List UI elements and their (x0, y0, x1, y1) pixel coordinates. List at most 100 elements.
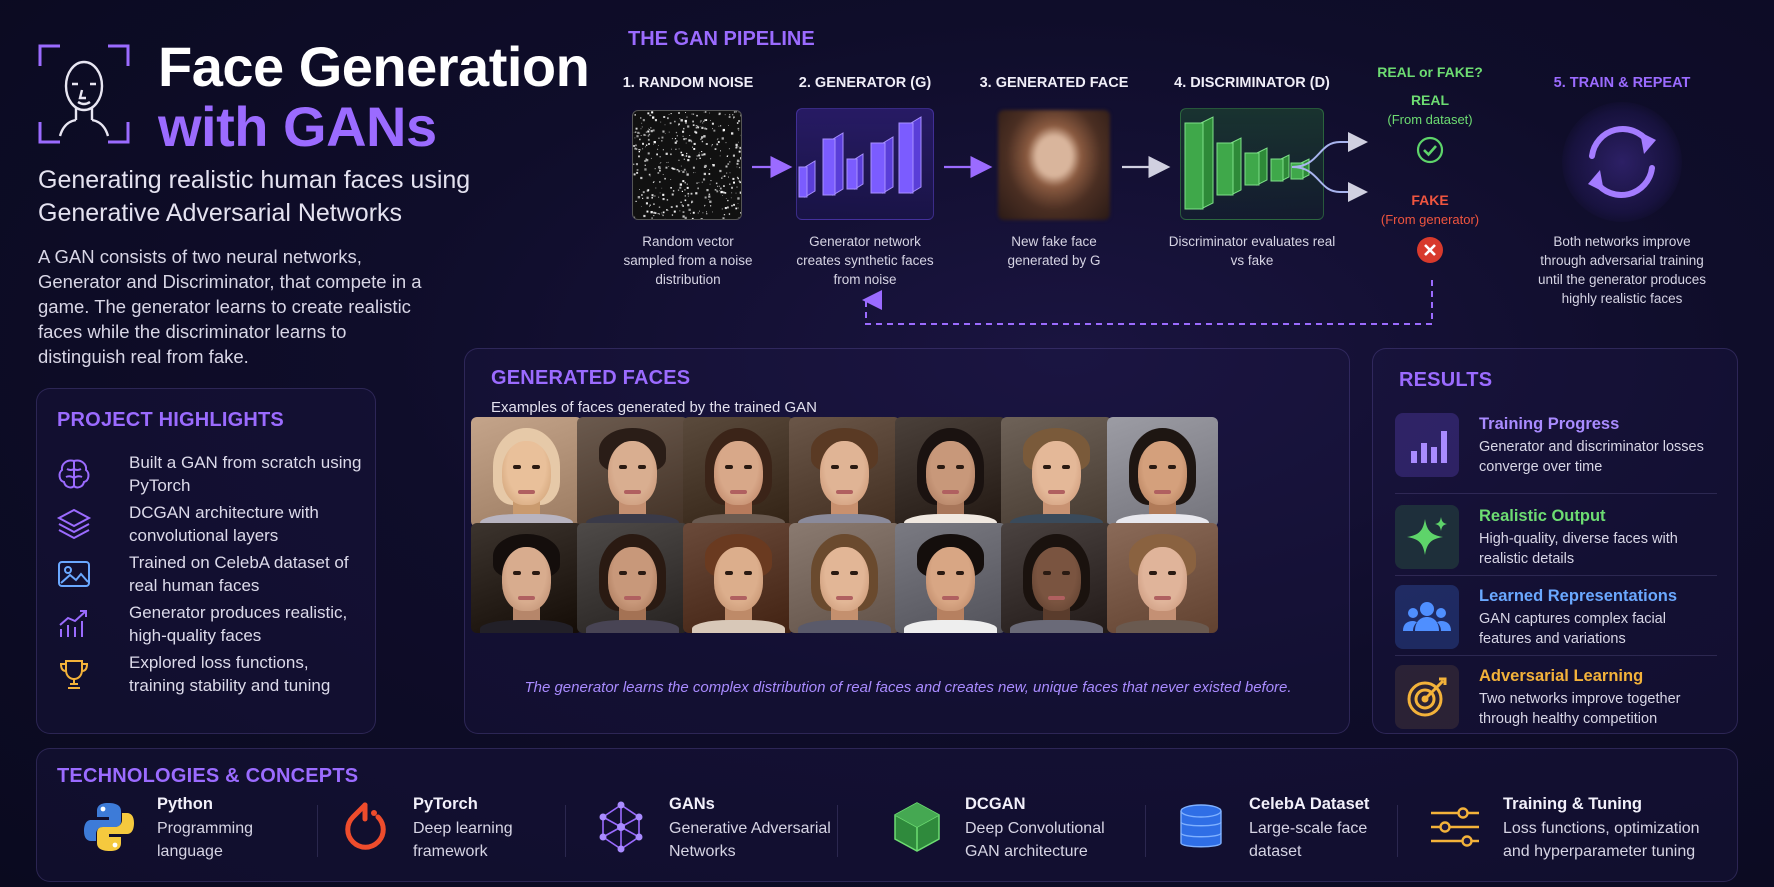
result-desc: Generator and discriminator losses conve… (1479, 439, 1704, 475)
generated-face-thumbnail (1001, 417, 1112, 527)
tech-name: GANs (669, 795, 715, 813)
database-icon (1180, 804, 1222, 848)
generated-face-image (998, 110, 1110, 220)
result-icon-bg (1395, 413, 1459, 477)
highlight-text: Generator produces realistic, high-quali… (129, 603, 348, 645)
result-item: Training Progress Generator and discrimi… (1395, 413, 1715, 485)
highlights-title: PROJECT HIGHLIGHTS (57, 409, 284, 431)
network-icon (599, 801, 643, 853)
tech-desc: Programming language (157, 820, 254, 860)
generated-face-thumbnail (895, 523, 1006, 633)
tech-desc: Generative Adversarial Networks (669, 820, 831, 860)
step-label-noise: 1. RANDOM NOISE (622, 75, 754, 91)
highlight-text: Trained on CelebA dataset of real human … (129, 553, 349, 595)
highlight-item: Generator produces realistic, high-quali… (55, 601, 365, 657)
tech-desc: Loss functions, optimization and hyperpa… (1503, 820, 1700, 860)
generated-face-thumbnail (789, 417, 900, 527)
generated-faces-card: GENERATED FACES Examples of faces genera… (464, 348, 1350, 734)
intro-text: A GAN consists of two neural networks, G… (38, 246, 422, 367)
highlight-text: Built a GAN from scratch using PyTorch (129, 453, 362, 495)
trophy-icon (59, 660, 89, 689)
tech-name: Python (157, 795, 213, 813)
pipeline-title: THE GAN PIPELINE (628, 28, 815, 50)
generated-face-thumbnail (683, 523, 794, 633)
result-title: Realistic Output (1479, 507, 1606, 525)
image-icon (58, 561, 90, 587)
step-label-discriminator: 4. DISCRIMINATOR (D) (1174, 75, 1330, 91)
result-item: Adversarial Learning Two networks improv… (1395, 665, 1715, 737)
generated-face-thumbnail (1001, 523, 1112, 633)
divider (1145, 805, 1146, 857)
fake-label: FAKE (1411, 192, 1449, 208)
brain-icon (58, 459, 90, 489)
highlight-item: Trained on CelebA dataset of real human … (55, 551, 365, 607)
real-label: REAL (1410, 92, 1450, 108)
result-desc: High-quality, diverse faces with realist… (1479, 531, 1678, 567)
refresh-icon (1588, 126, 1656, 198)
step-desc-noise: Random vector sampled from a noise distr… (623, 234, 753, 287)
divider (565, 805, 566, 857)
highlight-item: DCGAN architecture with convolutional la… (55, 501, 365, 557)
tech-desc: Deep learning framework (413, 820, 513, 860)
results-card: RESULTS Training Progress Generator and … (1372, 348, 1738, 734)
tech-name: PyTorch (413, 795, 478, 813)
bar-chart-icon (1411, 431, 1447, 463)
result-item: Realistic Output High-quality, diverse f… (1395, 505, 1715, 577)
page-title-line2: with GANs (158, 95, 437, 158)
divider (1395, 655, 1717, 656)
decision-question: REAL or FAKE? (1377, 64, 1483, 80)
check-icon (1416, 136, 1444, 164)
faces-caption: The generator learns the complex distrib… (524, 679, 1292, 696)
cross-icon (1417, 237, 1443, 263)
faces-title: GENERATED FACES (491, 367, 691, 389)
step-desc-train: Both networks improve through adversaria… (1537, 234, 1707, 306)
result-icon-bg (1395, 505, 1459, 569)
result-icon-bg (1395, 665, 1459, 729)
result-item: Learned Representations GAN captures com… (1395, 585, 1715, 657)
highlight-text: Explored loss functions, training stabil… (129, 653, 331, 695)
technologies-title: TECHNOLOGIES & CONCEPTS (57, 765, 359, 787)
divider (1395, 575, 1717, 576)
result-icon-bg (1395, 585, 1459, 649)
divider (1397, 805, 1398, 857)
train-repeat-graphic (1562, 102, 1682, 222)
generated-face-thumbnail (577, 417, 688, 527)
generated-face-thumbnail (471, 523, 582, 633)
users-icon (1403, 602, 1451, 631)
target-icon (1407, 677, 1447, 717)
sparkle-icon (1407, 517, 1447, 555)
cube-icon (894, 802, 940, 852)
highlight-item: Explored loss functions, training stabil… (55, 651, 365, 707)
generator-layers-icon (798, 116, 922, 198)
face-scan-icon (38, 44, 130, 144)
generator-network-graphic (796, 108, 934, 220)
fake-sublabel: (From generator) (1380, 212, 1480, 227)
page-subtitle: Generating realistic human faces using G… (38, 166, 471, 227)
technologies-card: TECHNOLOGIES & CONCEPTS Python Programmi… (36, 748, 1738, 882)
result-title: Adversarial Learning (1479, 667, 1644, 685)
step-desc-discriminator: Discriminator evaluates real vs fake (1168, 234, 1336, 268)
python-icon (84, 803, 134, 851)
generated-face-thumbnail (683, 417, 794, 527)
real-sublabel: (From dataset) (1387, 112, 1473, 127)
step-label-generator: 2. GENERATOR (G) (798, 75, 932, 91)
step-desc-generator: Generator network creates synthetic face… (796, 234, 934, 287)
tech-name: DCGAN (965, 795, 1026, 813)
tech-desc: Large-scale face dataset (1249, 820, 1368, 860)
tech-name: CelebA Dataset (1249, 795, 1370, 813)
result-title: Learned Representations (1479, 587, 1678, 605)
project-highlights-card: PROJECT HIGHLIGHTS Built a GAN from scra… (36, 388, 376, 734)
step-label-train: 5. TRAIN & REPEAT (1553, 75, 1691, 91)
generated-face-thumbnail (1107, 417, 1218, 527)
generated-face-thumbnail (471, 417, 582, 527)
pipeline-arrows (752, 132, 1433, 325)
step-desc-generated-face: New fake face generated by G (1007, 234, 1101, 268)
generated-face-thumbnail (789, 523, 900, 633)
page-title-line1: Face Generation (158, 35, 590, 98)
generated-face-thumbnail (895, 417, 1006, 527)
result-title: Training Progress (1479, 415, 1620, 433)
result-desc: GAN captures complex facial features and… (1479, 611, 1666, 647)
generated-face-thumbnail (577, 523, 688, 633)
highlight-item: Built a GAN from scratch using PyTorch (55, 451, 365, 507)
sliders-icon (1431, 807, 1479, 847)
